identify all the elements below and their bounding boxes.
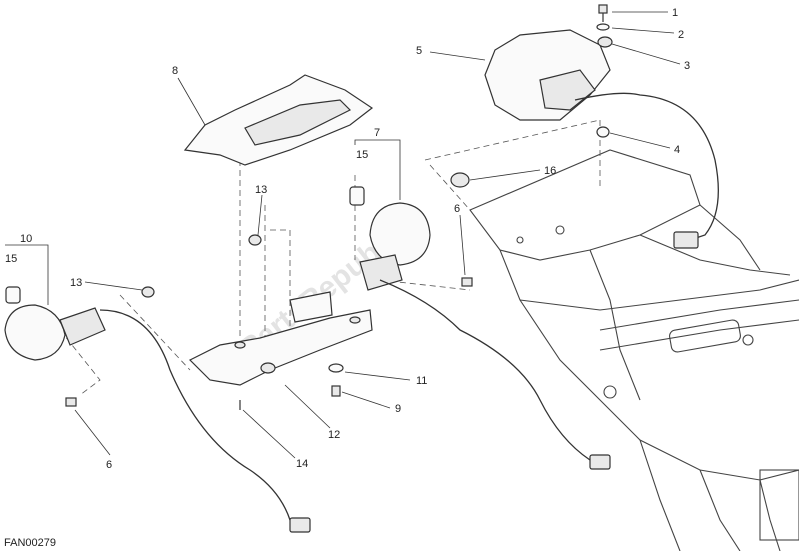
rear-subframe xyxy=(469,149,799,551)
callout-label: 16 xyxy=(544,165,556,177)
callout-label: 11 xyxy=(416,375,427,387)
part-12-bracket xyxy=(188,291,373,429)
callout-label: 13 xyxy=(70,277,82,289)
callout-label: 15 xyxy=(356,149,368,161)
callout-label: 7 xyxy=(374,127,380,139)
hardware-1-4 xyxy=(596,4,681,149)
drawing-code: FAN00279 xyxy=(4,537,56,549)
fasteners xyxy=(65,194,473,459)
callout-label: 9 xyxy=(395,403,401,415)
assembly-guide-lines xyxy=(59,119,601,396)
right-indicator-connector xyxy=(589,454,611,470)
taillight-wire xyxy=(574,92,719,241)
part-5-taillight xyxy=(429,29,611,121)
callout-label: 4 xyxy=(674,144,680,156)
callout-label: 13 xyxy=(255,184,267,196)
left-indicator-connector xyxy=(289,517,311,533)
callout-label: 3 xyxy=(684,60,690,72)
part-8-cover xyxy=(177,74,374,166)
part-16-grommet xyxy=(450,169,541,188)
part-7-right-indicator xyxy=(349,139,431,291)
callout-label: 2 xyxy=(678,29,684,41)
left-indicator-wire xyxy=(99,309,291,521)
callout-label: 15 xyxy=(5,253,17,265)
callout-label: 1 xyxy=(672,7,678,19)
callout-label: 12 xyxy=(328,429,340,441)
callout-label: 10 xyxy=(20,233,32,245)
callout-label: 6 xyxy=(106,459,112,471)
callout-label: 8 xyxy=(172,65,178,77)
callout-label: 5 xyxy=(416,45,422,57)
part-10-left-indicator xyxy=(4,244,106,361)
callout-label: 6 xyxy=(454,203,460,215)
right-indicator-wire xyxy=(379,279,591,461)
callout-label: 14 xyxy=(296,458,308,470)
taillight-connector xyxy=(673,231,699,249)
